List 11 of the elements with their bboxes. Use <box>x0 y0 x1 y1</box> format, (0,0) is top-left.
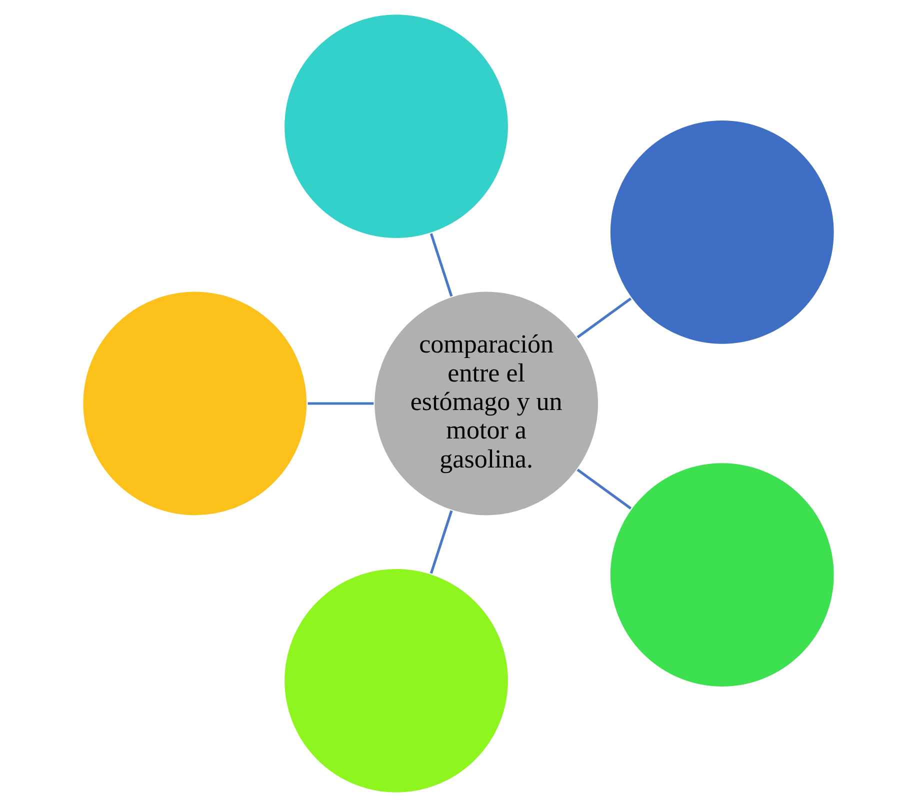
connector <box>430 510 453 574</box>
node-circle: comparación entre el estómago y un motor a gasolina. <box>372 290 600 518</box>
connector <box>576 468 632 510</box>
node-circle <box>282 567 510 794</box>
connector <box>430 233 453 297</box>
connector <box>308 402 374 405</box>
node-circle <box>282 12 510 240</box>
node-circle <box>81 290 309 518</box>
node-circle <box>608 461 836 688</box>
connector <box>576 297 632 338</box>
node-circle <box>608 118 836 346</box>
